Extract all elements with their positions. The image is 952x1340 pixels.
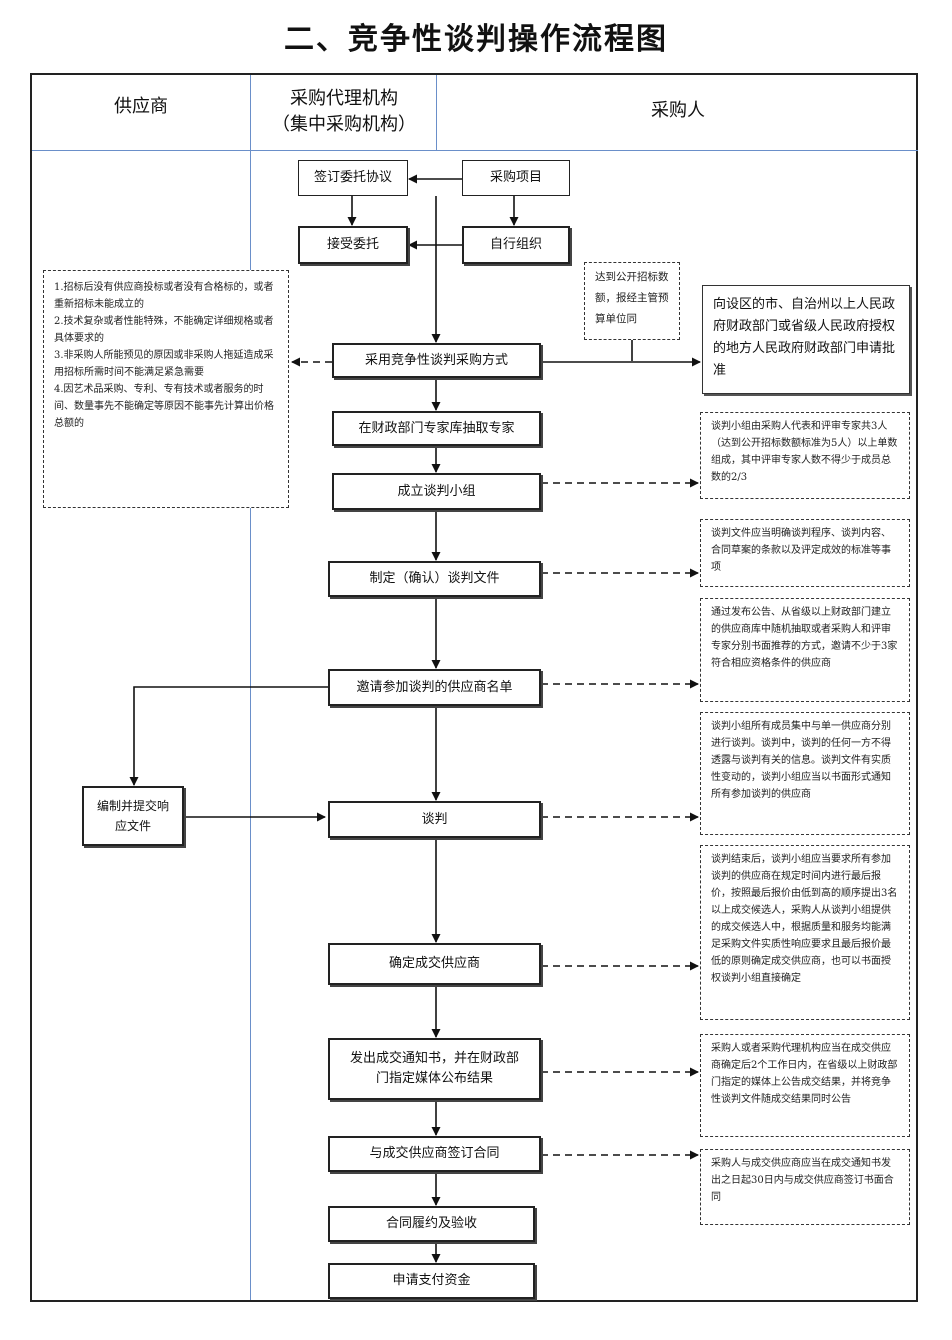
lane-header-supplier: 供应商 bbox=[114, 96, 168, 117]
condition-4: 4.因艺术品采购、专利、专有技术或者服务的时间、数量事先不能确定等原因不能事先计… bbox=[54, 384, 274, 429]
determine-supplier-box: 确定成交供应商 bbox=[328, 943, 541, 985]
condition-1: 1.招标后没有供应商投标或者没有合格标的，或者重新招标未能成立的 bbox=[54, 282, 274, 310]
doc-content-note: 谈判文件应当明确谈判程序、谈判内容、合同草案的条款以及评定成效的标准等事项 bbox=[700, 519, 910, 587]
negotiate-box: 谈判 bbox=[328, 801, 541, 838]
self-organize-box: 自行组织 bbox=[462, 226, 570, 264]
issue-notice-box: 发出成交通知书，并在财政部门指定媒体公布结果 bbox=[328, 1038, 541, 1100]
negotiation-rule-note: 谈判小组所有成员集中与单一供应商分别进行谈判。谈判中，谈判的任何一方不得透露与谈… bbox=[700, 712, 910, 835]
conditions-note: 1.招标后没有供应商投标或者没有合格标的，或者重新招标未能成立的 2.技术复杂或… bbox=[43, 270, 289, 508]
submit-response-box: 编制并提交响应文件 bbox=[82, 786, 184, 846]
page-title: 二、竞争性谈判操作流程图 bbox=[284, 22, 668, 57]
accept-commission-box: 接受委托 bbox=[298, 226, 408, 264]
invite-method-note: 通过发布公告、从省级以上财政部门建立的供应商库中随机抽取或者采购人和评审专家分别… bbox=[700, 598, 910, 702]
lane-header-agency-line2: （集中采购机构） bbox=[272, 114, 416, 135]
header-divider bbox=[32, 150, 918, 151]
determination-rule-note: 谈判结束后，谈判小组应当要求所有参加谈判的供应商在规定时间内进行最后报价，按照最… bbox=[700, 845, 910, 1020]
condition-2: 2.技术复杂或者性能特殊，不能确定详细规格或者具体要求的 bbox=[54, 316, 274, 344]
lane-header-agency-line1: 采购代理机构 bbox=[290, 88, 398, 109]
notice-rule-note: 采购人或者采购代理机构应当在成交供应商确定后2个工作日内，在省级以上财政部门指定… bbox=[700, 1034, 910, 1137]
condition-3: 3.非采购人所能预见的原因或非采购人拖延造成采用招标所需时间不能满足紧急需要 bbox=[54, 350, 274, 378]
threshold-note: 达到公开招标数额，报经主管预算单位同 bbox=[584, 262, 680, 340]
apply-payment-box: 申请支付资金 bbox=[328, 1263, 535, 1299]
draw-experts-box: 在财政部门专家库抽取专家 bbox=[332, 411, 541, 446]
team-composition-note: 谈判小组由采购人代表和评审专家共3人（达到公开招标数额标准为5人）以上单数组成，… bbox=[700, 412, 910, 499]
contract-rule-note: 采购人与成交供应商应当在成交通知书发出之日起30日内与成交供应商签订书面合同 bbox=[700, 1149, 910, 1225]
sign-agreement-box: 签订委托协议 bbox=[298, 160, 408, 196]
lane-header-purchaser: 采购人 bbox=[651, 100, 705, 121]
swimlane-frame bbox=[30, 73, 918, 1302]
purchase-project-box: 采购项目 bbox=[462, 160, 570, 196]
form-team-box: 成立谈判小组 bbox=[332, 473, 541, 510]
adopt-method-box: 采用竞争性谈判采购方式 bbox=[332, 343, 541, 378]
invite-list-box: 邀请参加谈判的供应商名单 bbox=[328, 669, 541, 706]
lane-header-agency: 采购代理机构 （集中采购机构） bbox=[252, 86, 436, 138]
lane-divider-right bbox=[436, 75, 437, 150]
perform-accept-box: 合同履约及验收 bbox=[328, 1206, 535, 1242]
approval-note: 向设区的市、自治州以上人民政府财政部门或省级人民政府授权的地方人民政府财政部门申… bbox=[702, 285, 910, 394]
prepare-docs-box: 制定（确认）谈判文件 bbox=[328, 561, 541, 597]
sign-contract-box: 与成交供应商签订合同 bbox=[328, 1136, 541, 1172]
